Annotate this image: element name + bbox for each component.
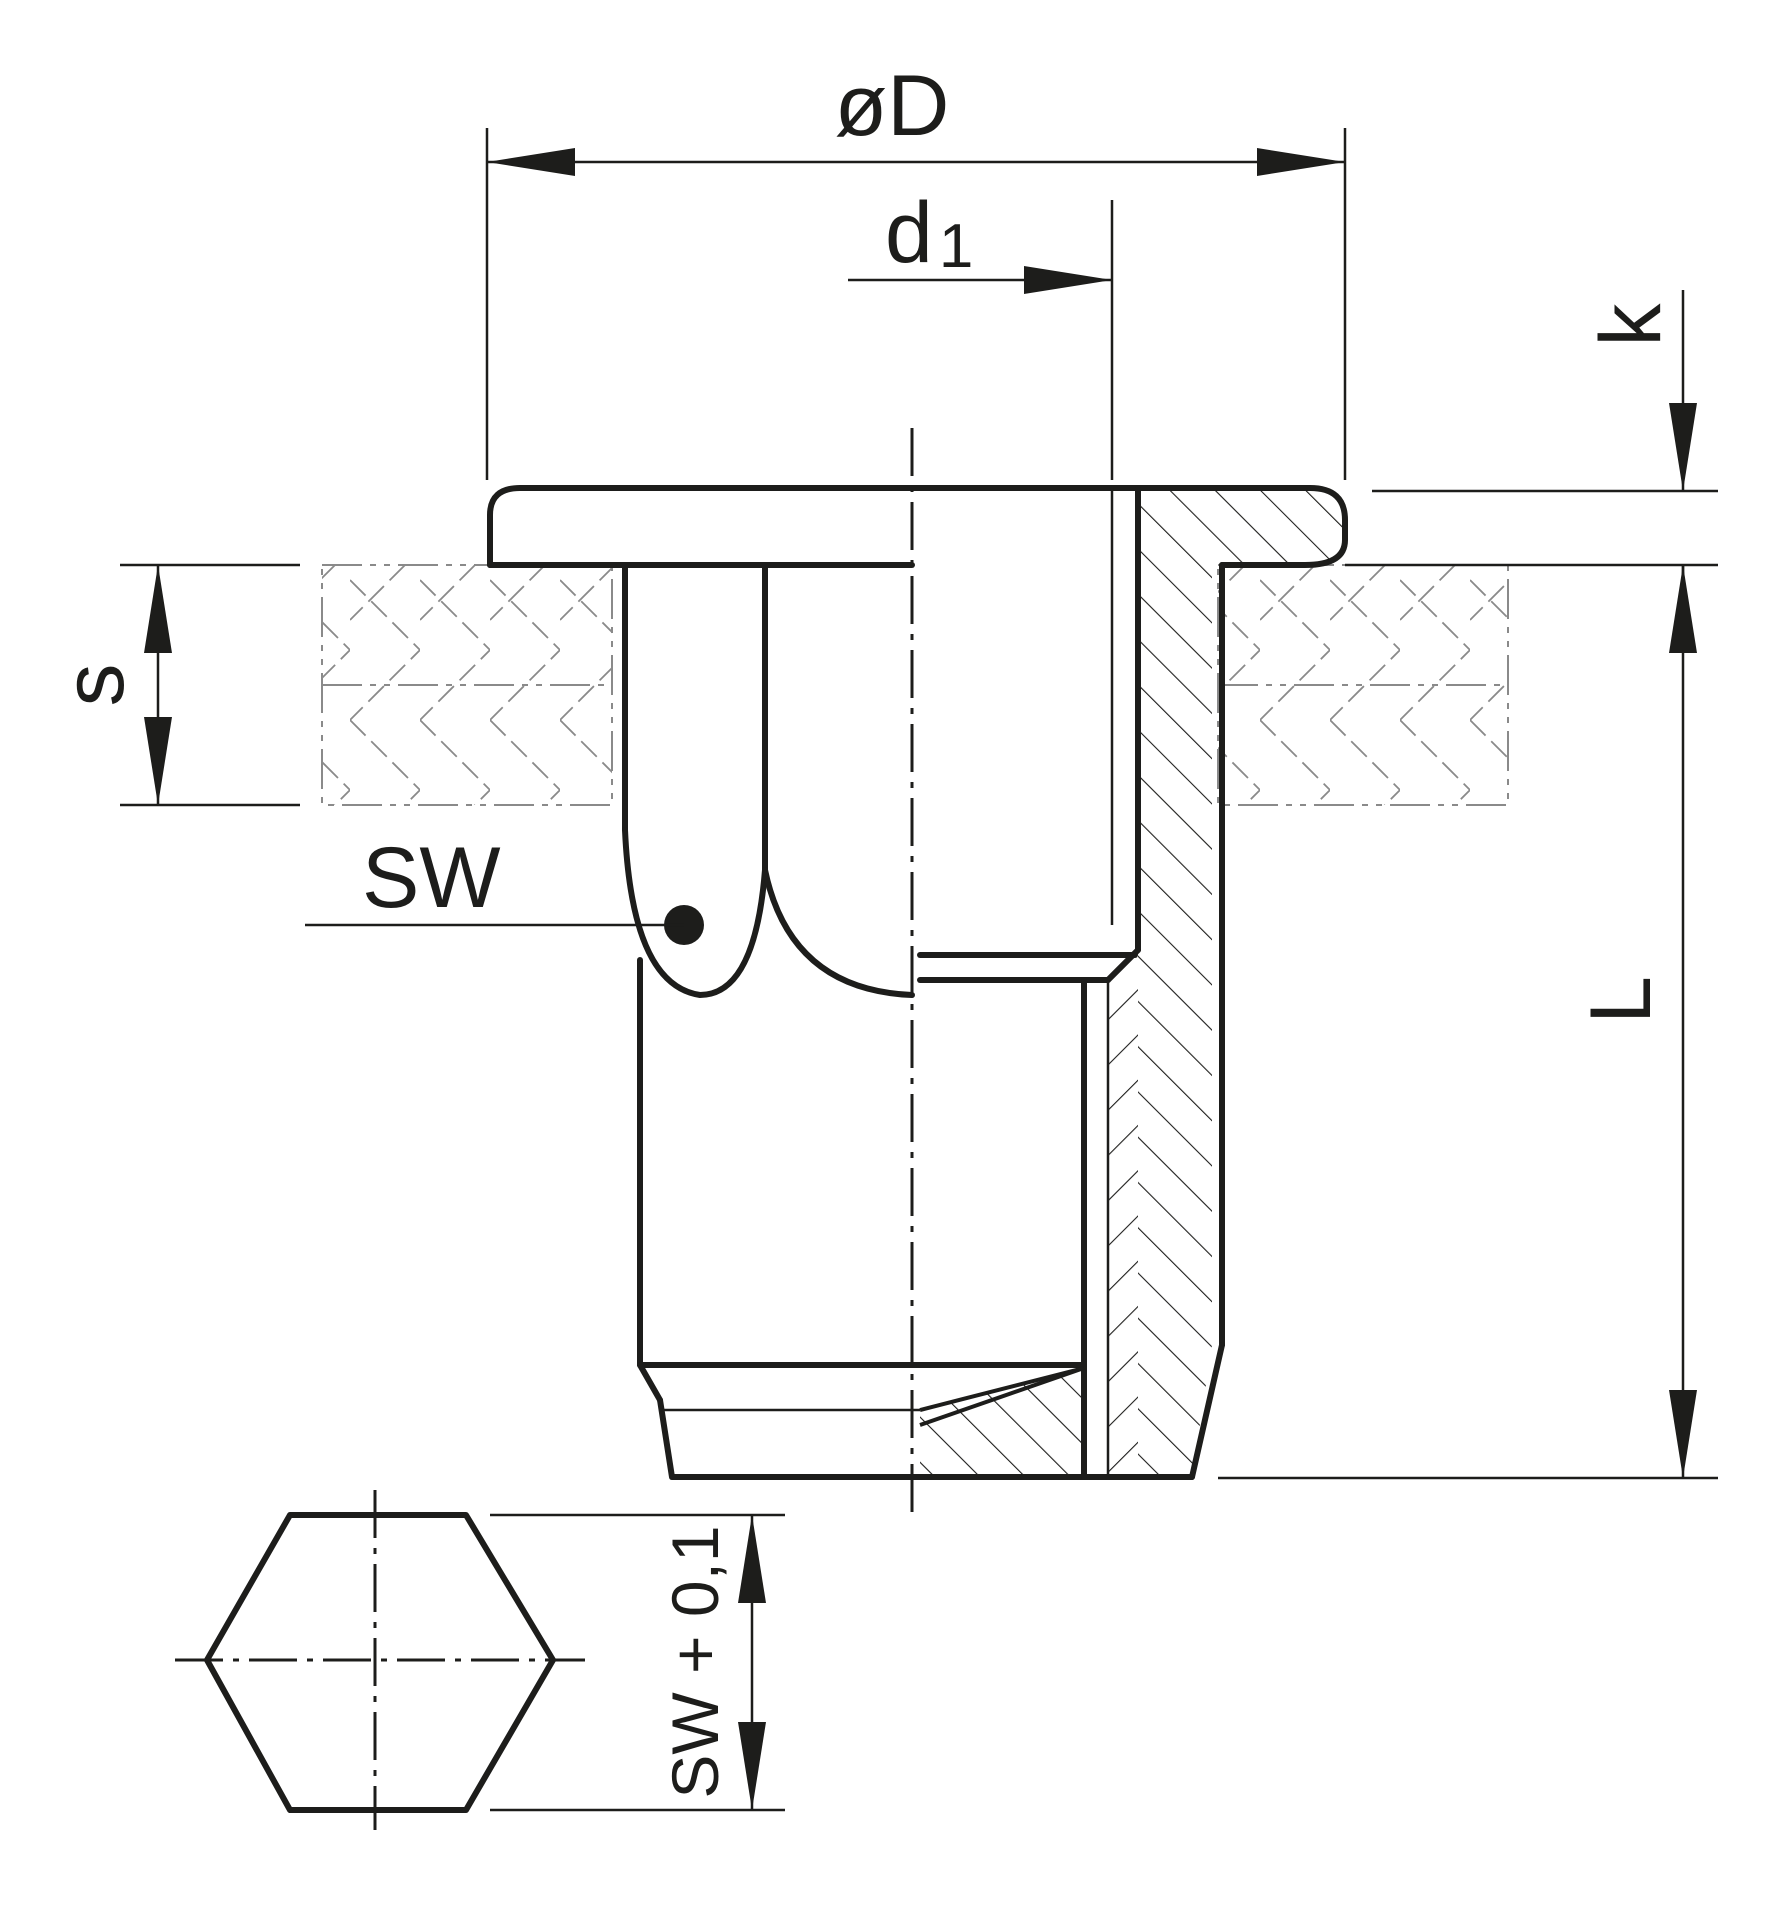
dim-hex-hole-size (490, 1513, 785, 1812)
label-thread-diameter: d1 (885, 185, 973, 281)
dim-total-length (1218, 565, 1718, 1480)
dim-head-height (1345, 290, 1718, 610)
label-outer-diameter: øD (835, 58, 950, 154)
sheet-metal-left (321, 564, 613, 806)
hex-hole-view (175, 1490, 585, 1830)
dim-thread-diameter (848, 200, 1114, 480)
dim-sheet-thickness (120, 563, 300, 807)
section-hatching (920, 488, 1345, 1477)
label-hex-hole-size: SW + 0,1 (658, 1525, 732, 1798)
label-total-length: L (1573, 976, 1669, 1024)
label-wrench-size: SW (362, 830, 501, 926)
nut-head-outline (487, 485, 1348, 568)
sheet-metal-right (1217, 564, 1509, 806)
hex-shaft (622, 562, 1195, 1480)
label-head-height: k (1583, 303, 1679, 347)
label-sheet-thickness: s (46, 664, 142, 707)
section-outlines (917, 485, 1225, 1480)
dim-outer-diameter (485, 128, 1347, 480)
